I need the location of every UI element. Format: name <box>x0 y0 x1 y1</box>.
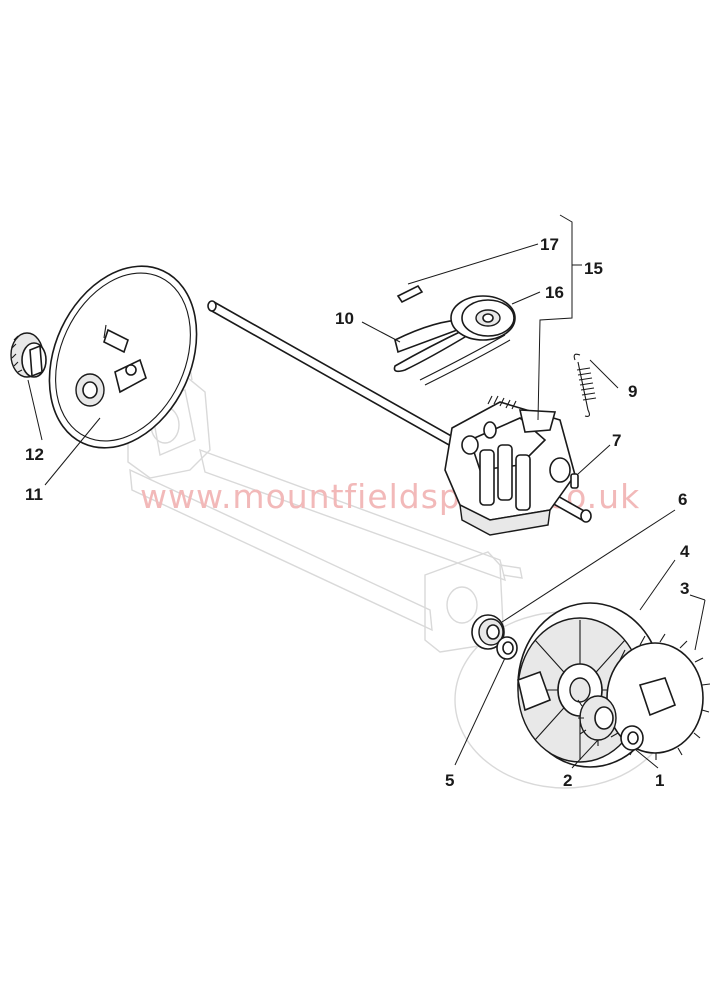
callout-9: 9 <box>628 382 637 401</box>
bracket-15 <box>537 214 573 421</box>
callout-12: 12 <box>25 445 44 464</box>
callout-17: 17 <box>540 235 559 254</box>
pin-7 <box>570 473 579 489</box>
callout-6: 6 <box>678 490 687 509</box>
gearbox-assembly <box>444 395 576 536</box>
callout-5: 5 <box>445 771 454 790</box>
callout-2: 2 <box>563 771 572 790</box>
washer-1 <box>620 725 644 751</box>
callout-1: 1 <box>655 771 664 790</box>
callout-11: 11 <box>25 485 43 504</box>
pinion-gear-2 <box>577 695 617 746</box>
callout-7: 7 <box>612 431 621 450</box>
pulley-16 <box>450 295 516 341</box>
drive-disc <box>48 265 198 449</box>
callout-4: 4 <box>680 542 690 561</box>
washer-5 <box>496 636 518 660</box>
pinion-gear-12 <box>10 332 47 378</box>
leader-lines <box>27 243 706 769</box>
spring-9 <box>573 353 597 417</box>
callout-3: 3 <box>680 579 689 598</box>
bearing-6 <box>471 614 505 650</box>
callout-15: 15 <box>584 259 603 278</box>
key-17 <box>396 284 424 304</box>
callout-10: 10 <box>335 309 354 328</box>
callout-16: 16 <box>545 283 564 302</box>
